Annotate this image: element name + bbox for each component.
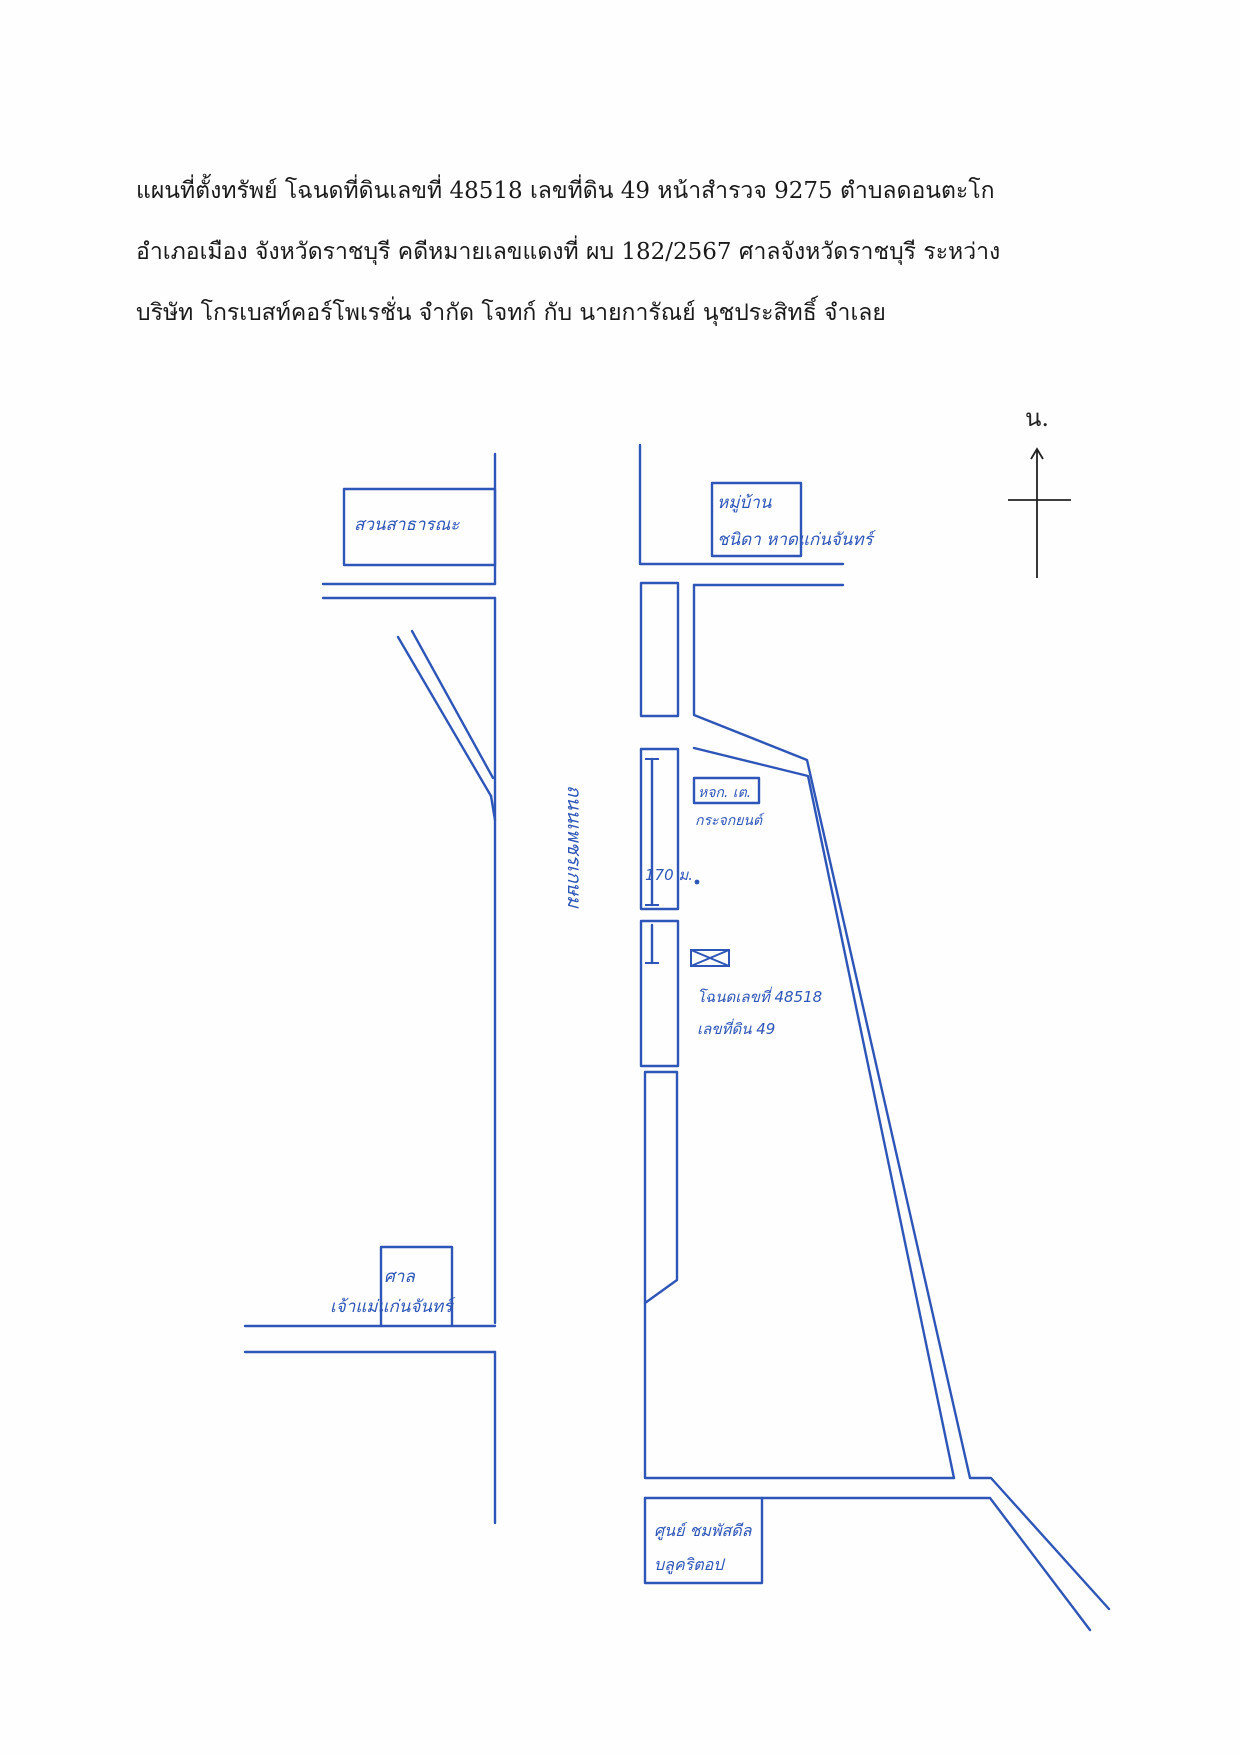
- shop-plot: หจก. เต. กระจกยนต์: [692, 776, 765, 829]
- deed-label-2: เลขที่ดิน 49: [697, 1018, 775, 1038]
- right-roads: [643, 583, 1111, 1632]
- village-plot: หมู่บ้าน ชนิดา หาดแก่นจันทร์: [638, 443, 877, 566]
- north-arrow-icon: น.: [1008, 404, 1071, 578]
- deed-label-1: โฉนดเลขที่ 48518: [697, 986, 822, 1006]
- header-line-2: อำเภอเมือง จังหวัดราชบุรี คดีหมายเลขแดงท…: [136, 239, 1001, 265]
- shrine-plot: ศาล เจ้าแม่แก่นจันทร์: [330, 1245, 456, 1328]
- shrine-label-1: ศาล: [384, 1267, 416, 1287]
- shop-label-1: หจก. เต.: [698, 785, 751, 801]
- center-label-2: บลูคริตอป: [654, 1555, 726, 1575]
- header-line-1: แผนที่ตั้งทรัพย์ โฉนดที่ดินเลขที่ 48518 …: [136, 178, 995, 204]
- center-label-1: ศูนย์ ชมพัสดีล: [654, 1521, 753, 1541]
- park-label: สวนสาธารณะ: [354, 515, 460, 535]
- road-median: [639, 581, 680, 1305]
- property-marker: โฉนดเลขที่ 48518 เลขที่ดิน 49: [690, 949, 822, 1038]
- reference-dot: [694, 879, 700, 885]
- road-label: ถนนเพชรเกษม: [563, 785, 585, 909]
- center-plot: ศูนย์ ชมพัสดีล บลูคริตอป: [643, 1496, 764, 1585]
- header-line-3: บริษัท โกรเบสท์คอร์โพเรชั่น จำกัด โจทก์ …: [136, 300, 886, 326]
- distance-label: 170 ม.: [645, 866, 693, 884]
- left-roads: [243, 452, 497, 1525]
- park-plot: สวนสาธารณะ: [342, 487, 497, 567]
- north-label: น.: [1025, 404, 1049, 432]
- shop-label-2: กระจกยนต์: [695, 812, 765, 829]
- village-label-1: หมู่บ้าน: [717, 493, 772, 513]
- village-label-2: ชนิดา หาดแก่นจันทร์: [717, 530, 877, 550]
- shrine-label-2: เจ้าแม่แก่นจันทร์: [330, 1297, 456, 1317]
